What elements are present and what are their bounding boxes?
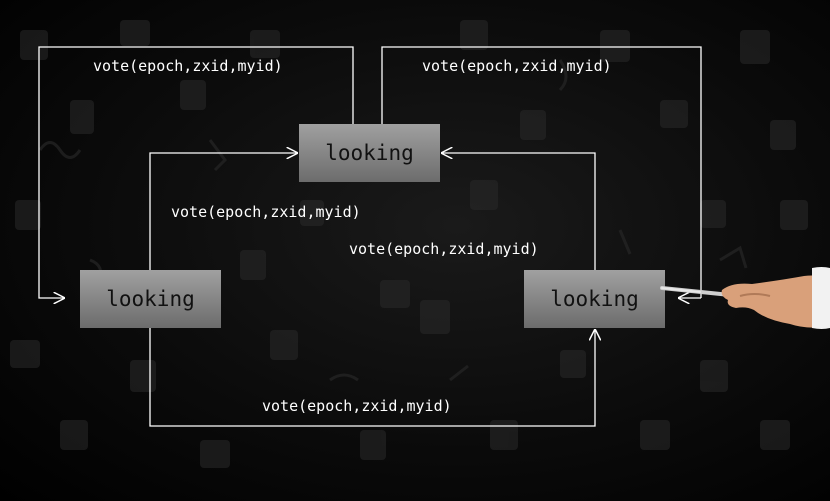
edge-right-to-top-inner xyxy=(442,153,596,270)
edge-label-right-to-top-inner: vote(epoch,zxid,myid) xyxy=(349,240,539,258)
node-label-left: looking xyxy=(106,287,195,311)
node-looking-right: looking xyxy=(524,270,665,328)
node-looking-left: looking xyxy=(80,270,221,328)
edge-label-left-to-right-bottom: vote(epoch,zxid,myid) xyxy=(262,397,452,415)
edge-left-to-right-bottom xyxy=(149,328,595,427)
edge-left-to-top-inner xyxy=(149,153,297,270)
node-label-right: looking xyxy=(550,287,639,311)
edge-right-to-top-outer xyxy=(381,46,702,298)
node-looking-top: looking xyxy=(299,124,440,182)
node-label-top: looking xyxy=(325,141,414,165)
edge-top-to-left-outer xyxy=(38,46,354,298)
edge-label-top-to-left-outer: vote(epoch,zxid,myid) xyxy=(93,57,283,75)
edge-label-right-to-top-outer: vote(epoch,zxid,myid) xyxy=(422,57,612,75)
edge-label-left-to-top-inner: vote(epoch,zxid,myid) xyxy=(171,203,361,221)
